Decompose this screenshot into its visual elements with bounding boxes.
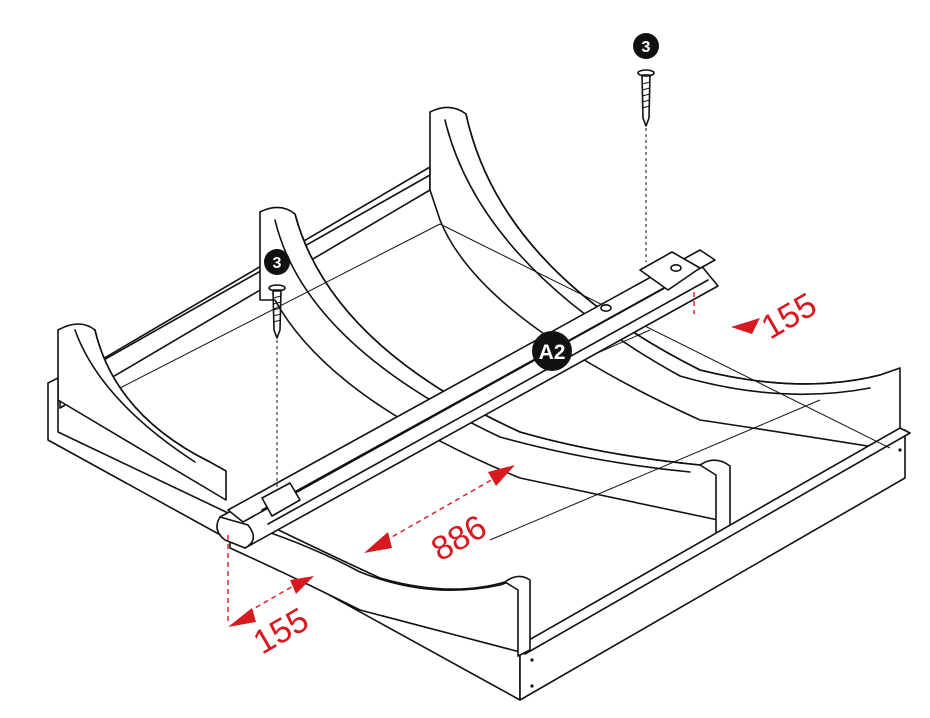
dimension-offset-right: 155 (693, 286, 823, 347)
dimension-span: 886 (364, 465, 515, 569)
top-rail-a2 (216, 249, 719, 549)
cross-support-left (57, 323, 227, 501)
arrowhead-offset-left-start (228, 608, 256, 627)
screw-left (268, 284, 286, 488)
callout-badge-left: 3 (264, 249, 290, 275)
arrowhead-offset-right (731, 318, 760, 334)
arrowhead-offset-left-end (290, 576, 314, 594)
arrowhead-span-start (364, 532, 392, 553)
arrowhead-span-end (488, 465, 515, 486)
callout-right-text: 3 (642, 39, 651, 56)
callout-left-text: 3 (273, 255, 282, 272)
callout-badge-right: 3 (633, 33, 659, 59)
dimension-offset-left-text: 155 (247, 601, 315, 662)
screw-right (637, 69, 655, 262)
dimension-offset-right-text: 155 (755, 286, 823, 347)
part-label-badge: A2 (532, 331, 572, 371)
cross-support-back (429, 106, 901, 449)
part-label-text: A2 (539, 341, 566, 364)
cross-support-front (229, 519, 531, 657)
dimension-span-text: 886 (425, 508, 493, 569)
